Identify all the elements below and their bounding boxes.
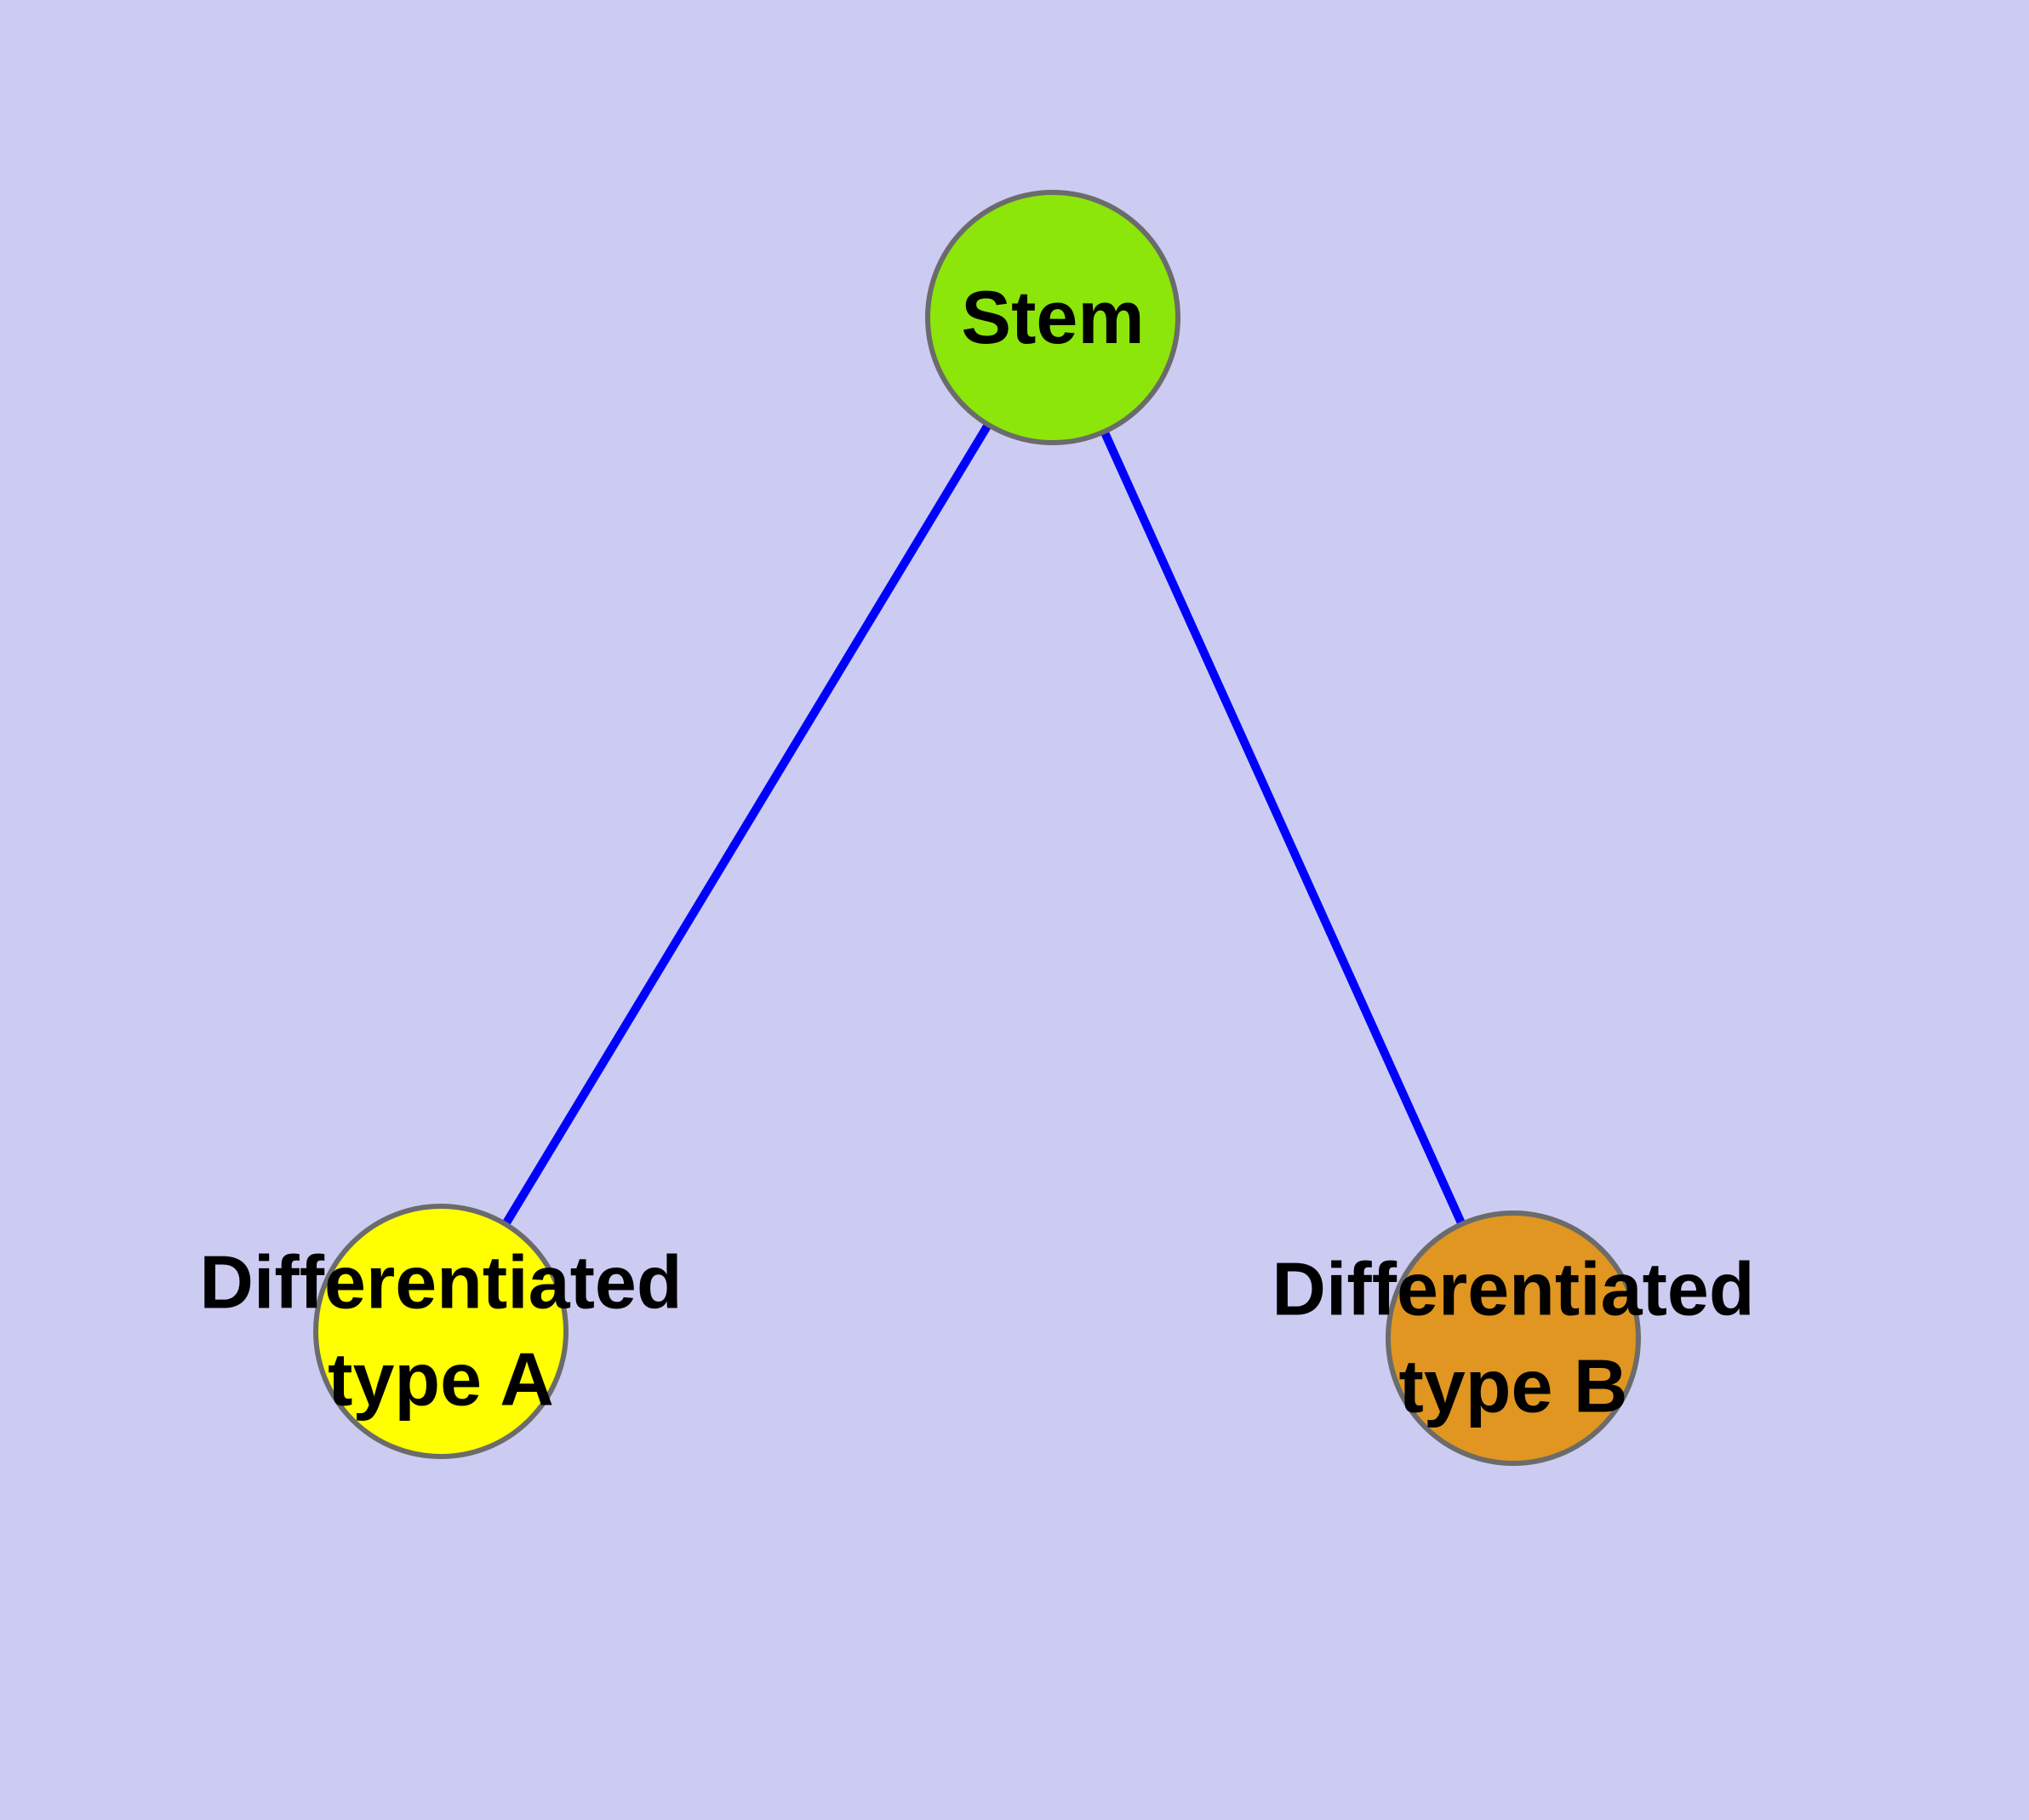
node-differentiated-type-a[interactable]: Differentiated type A: [199, 1204, 683, 1459]
node-stem-label: Stem: [961, 274, 1145, 359]
node-differentiated-type-b[interactable]: Differentiated type B: [1272, 1210, 1755, 1466]
edge-stem-to-type-b: [1049, 315, 1517, 1341]
edge-stem-to-type-a: [437, 315, 1057, 1334]
node-stem[interactable]: Stem: [925, 190, 1180, 445]
node-differentiated-type-a-label: Differentiated type A: [199, 1239, 683, 1422]
node-differentiated-type-b-label: Differentiated type B: [1272, 1246, 1755, 1428]
